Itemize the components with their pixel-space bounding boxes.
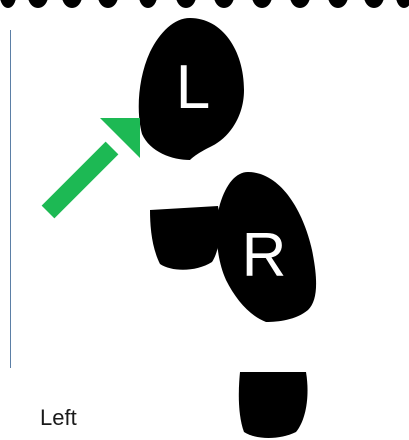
- caption-text: Left: [40, 405, 77, 430]
- right-shoe-sole: [216, 172, 317, 322]
- arrow-up-right-icon: [41, 118, 140, 219]
- left-foot-letter: L: [176, 53, 210, 122]
- right-foot-letter: R: [242, 221, 287, 290]
- left-shoe-sole: [138, 18, 244, 160]
- left-border-line: [10, 30, 11, 368]
- cropped-top-row: [0, 0, 409, 8]
- right-shoe-heel: [238, 372, 308, 438]
- left-shoe-heel: [150, 206, 220, 270]
